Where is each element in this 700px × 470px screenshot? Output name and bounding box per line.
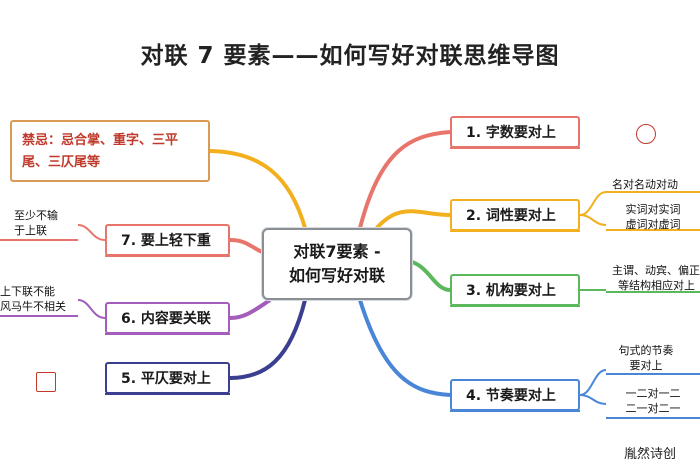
note-rhythm-line-1: 句式的节奏 — [618, 344, 674, 357]
taboo-node[interactable]: 禁忌：忌合掌、重字、三平尾、三仄尾等 — [10, 120, 210, 182]
note-content-words: 实词对实词 — [625, 203, 681, 216]
watermark: 胤然诗创 — [624, 447, 677, 462]
node-light-heavy-label: 7. 要上轻下重 — [121, 233, 211, 249]
node-part-of-speech-label: 2. 词性要对上 — [466, 208, 556, 224]
note-rhythm-line-2: 要对上 — [629, 359, 663, 372]
link-node-5 — [229, 299, 307, 380]
seal-stamp-icon — [636, 124, 656, 144]
link-node-3 — [411, 260, 451, 292]
link-node-4 — [358, 299, 451, 397]
node-tone-pattern-label: 5. 平仄要对上 — [121, 371, 211, 387]
note-unrelated: 上下联不能 风马牛不相关 — [0, 284, 66, 314]
note-grammar-match: 等结构相应对上 — [618, 279, 695, 292]
note-rhythm-examples: 一二对一二 二一对二一 — [606, 386, 700, 416]
note-noun-verb: 名对名动对动 — [612, 178, 678, 191]
note-two-one: 二一对二一 — [625, 402, 681, 415]
node-structure[interactable]: 3. 机构要对上 — [450, 274, 580, 306]
note-grammar-structures: 主谓、动宾、偏正 等结构相应对上 — [612, 263, 700, 293]
note-one-two: 一二对一二 — [625, 387, 681, 400]
note-function-words: 虚词对虚词 — [625, 218, 681, 231]
link-taboo — [209, 149, 307, 229]
note-not-weaker-line-1: 至少不输 — [14, 209, 58, 222]
node-word-count-label: 1. 字数要对上 — [466, 125, 556, 141]
page-title: 对联 7 要素——如何写好对联思维导图 — [140, 43, 560, 69]
node-rhythm-label: 4. 节奏要对上 — [466, 388, 556, 404]
node-part-of-speech[interactable]: 2. 词性要对上 — [450, 199, 580, 231]
note-not-weaker-line-2: 于上联 — [14, 224, 47, 237]
note-content-function-words: 实词对实词 虚词对虚词 — [606, 202, 700, 232]
note-sentence-rhythm: 句式的节奏 要对上 — [606, 343, 686, 373]
node-content-related[interactable]: 6. 内容要关联 — [105, 302, 230, 334]
node-rhythm[interactable]: 4. 节奏要对上 — [450, 379, 580, 411]
note-unrelated-line-2: 风马牛不相关 — [0, 300, 66, 313]
square-seal-icon — [36, 372, 56, 392]
central-topic-line-1: 对联7要素 - — [293, 242, 381, 261]
link-node-2 — [373, 209, 451, 232]
note-not-weaker: 至少不输 于上联 — [14, 208, 58, 238]
link-node-7 — [229, 238, 263, 254]
node-content-related-label: 6. 内容要关联 — [121, 311, 211, 327]
central-topic[interactable]: 对联7要素 - 如何写好对联 — [262, 228, 412, 300]
link-node-6 — [229, 298, 272, 320]
note-grammar-types: 主谓、动宾、偏正 — [612, 264, 700, 277]
central-topic-line-2: 如何写好对联 — [288, 266, 385, 285]
link-node-1 — [358, 130, 451, 229]
node-structure-label: 3. 机构要对上 — [466, 283, 556, 299]
note-unrelated-line-1: 上下联不能 — [0, 285, 55, 298]
node-word-count[interactable]: 1. 字数要对上 — [450, 116, 580, 148]
node-light-heavy[interactable]: 7. 要上轻下重 — [105, 224, 230, 256]
node-tone-pattern[interactable]: 5. 平仄要对上 — [105, 362, 230, 394]
